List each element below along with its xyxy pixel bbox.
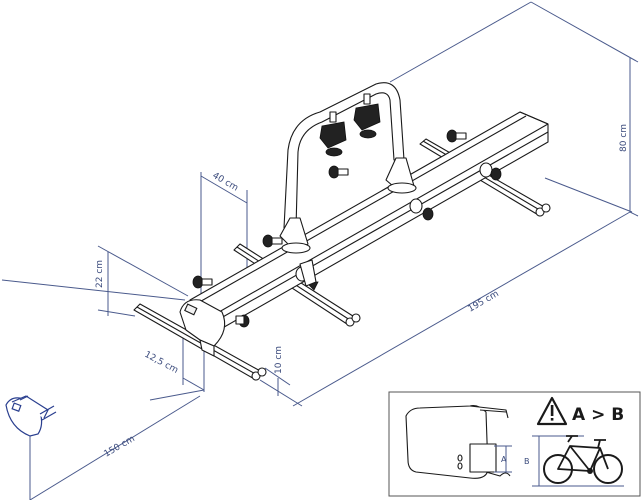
dim-label-22cm: 22 cm: [95, 260, 105, 288]
dim-label-195cm: 195 cm: [467, 289, 501, 315]
frame-clamps: [319, 93, 381, 157]
frame-arch: [279, 82, 417, 254]
front-clamp-head: [179, 299, 226, 357]
dim-label-10cm: 10 cm: [274, 346, 284, 374]
beam-bracket: [299, 259, 317, 287]
dim-label-80cm: 80 cm: [619, 124, 629, 152]
bike-rack: [133, 82, 551, 381]
towbar-coupling: [5, 395, 57, 437]
dim-label-12-5cm: 12,5 cm: [143, 350, 180, 376]
dim-label-150cm: 150 cm: [103, 434, 137, 460]
clearance-rule: A > B: [572, 405, 624, 425]
warning-triangle-icon: [536, 396, 568, 426]
front-rail: [133, 303, 267, 381]
clearance-inset: A A > B B: [388, 391, 641, 497]
main-beam: [189, 111, 549, 335]
camper-rear-icon: A: [405, 405, 512, 479]
bicycle-icon: [543, 435, 623, 484]
inset-label-a: A: [501, 455, 507, 464]
inset-label-b: B: [524, 457, 530, 466]
